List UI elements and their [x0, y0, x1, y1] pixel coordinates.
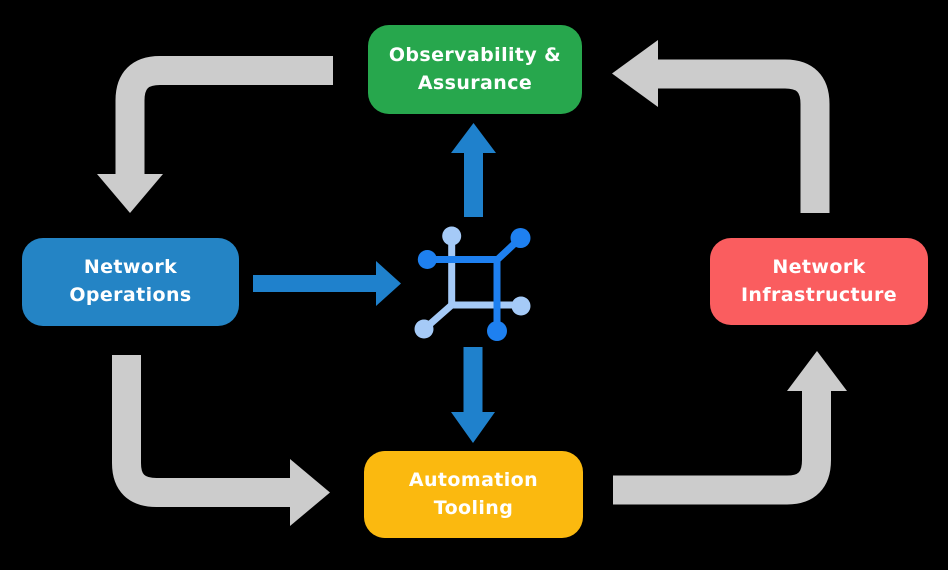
node-network-infrastructure: Network Infrastructure	[710, 238, 928, 325]
network-automation-icon	[414, 226, 531, 341]
cycle-arrow-infrastructure-to-observability	[612, 40, 830, 213]
node-observability-assurance: Observability & Assurance	[368, 25, 582, 114]
node-label: Automation Tooling	[408, 468, 539, 519]
icon-light-node-right	[511, 296, 531, 316]
icon-dark-node-top-right	[510, 228, 531, 248]
blue-arrow-center-to-automation	[451, 347, 495, 443]
cycle-arrow-observability-to-operations	[97, 56, 333, 213]
arrow-elbow	[613, 390, 831, 505]
node-label: Network Operations	[69, 256, 192, 306]
arrow-head-right-icon	[290, 459, 330, 526]
node-label: Observability & Assurance	[388, 43, 562, 94]
arrow-elbow	[658, 59, 830, 213]
arrow-head-up-icon	[451, 123, 496, 153]
arrow-head-down-icon	[451, 412, 495, 443]
blue-arrow-center-to-observability	[451, 123, 496, 217]
arrow-head-up-icon	[787, 351, 847, 391]
arrow-elbow	[112, 355, 290, 507]
node-network-operations: Network Operations	[22, 238, 239, 326]
arrow-head-down-icon	[97, 174, 163, 213]
icon-light-node-top	[442, 226, 462, 246]
node-automation-tooling: Automation Tooling	[364, 451, 583, 538]
arrow-head-right-icon	[376, 261, 401, 306]
cycle-arrow-automation-to-infrastructure	[613, 351, 847, 505]
arrow-elbow	[115, 56, 333, 176]
cycle-arrow-operations-to-automation	[112, 355, 330, 526]
node-label: Network Infrastructure	[740, 255, 898, 306]
icon-dark-node-left	[417, 250, 437, 269]
arrow-head-left-icon	[612, 40, 658, 107]
icon-dark-node-bottom	[487, 321, 507, 341]
icon-light-node-bottom-left	[414, 319, 434, 339]
blue-arrow-operations-to-center	[253, 261, 401, 306]
